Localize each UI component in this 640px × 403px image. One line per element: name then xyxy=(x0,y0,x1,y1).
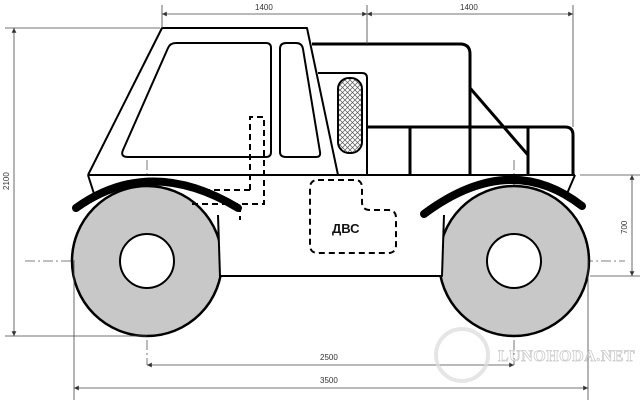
engine-label: ДВС xyxy=(332,221,360,236)
wheel-rear xyxy=(437,184,591,338)
dim-length-total: 3500 xyxy=(320,376,338,385)
dim-top-right: 1400 xyxy=(460,3,478,12)
dim-wheelbase: 2500 xyxy=(320,353,338,362)
watermark-text: LUNOHODA.NET xyxy=(498,348,635,365)
body xyxy=(87,27,576,277)
dim-height-total: 2100 xyxy=(2,172,11,190)
dimension-lines xyxy=(5,5,640,400)
wheel-front xyxy=(70,184,224,338)
hidden-lines xyxy=(192,116,397,254)
radiator-grille xyxy=(337,77,363,154)
dim-axle-height: 700 xyxy=(620,220,629,234)
fenders xyxy=(72,176,586,218)
watermark-logo: LUNOHODA.NET xyxy=(434,327,635,383)
dim-top-left: 1400 xyxy=(255,3,273,12)
